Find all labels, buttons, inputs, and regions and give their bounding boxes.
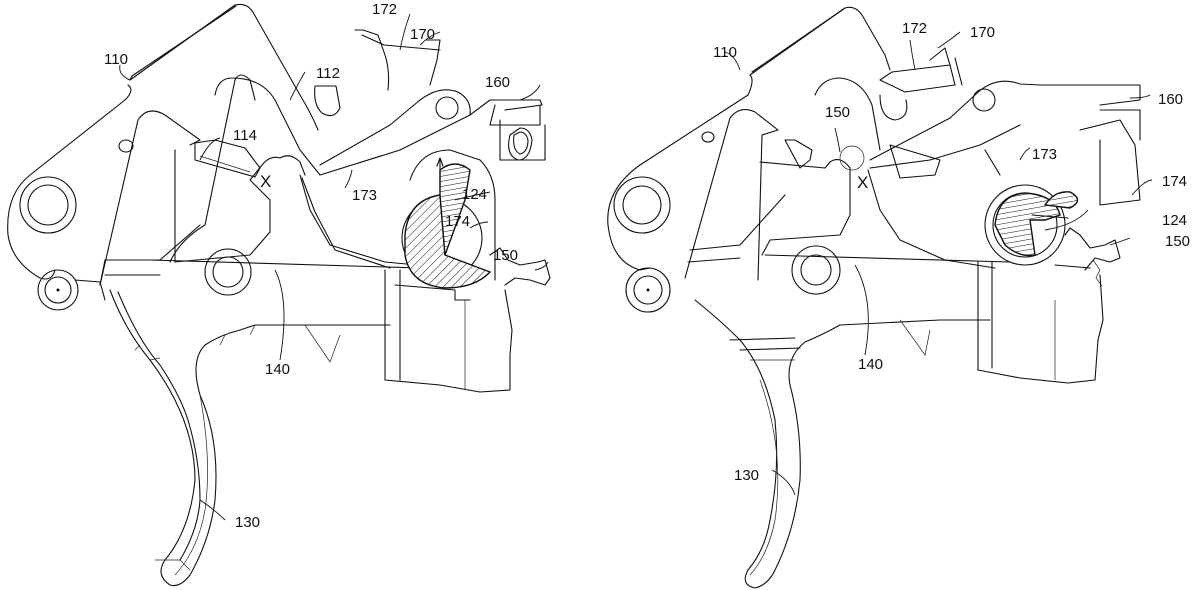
leader-lines [724, 31, 1153, 496]
ref-label-173: 173 [1032, 146, 1057, 163]
spring-hook-150 [1054, 227, 1121, 271]
ref-label-124: 124 [462, 186, 487, 203]
pivot-x-marker: X [857, 173, 868, 192]
sear-arm [869, 80, 1141, 179]
hammer [7, 3, 319, 280]
disconnector-172 [879, 47, 963, 121]
ref-label-150-upper: 150 [825, 104, 850, 121]
pivot-pin [37, 269, 106, 311]
notch-114 [194, 139, 261, 178]
pin-112 [314, 85, 341, 117]
slot-160 [499, 119, 546, 161]
ref-label-174: 174 [1162, 173, 1187, 190]
ref-label-160: 160 [1158, 91, 1183, 108]
ref-label-130: 130 [734, 467, 759, 484]
ref-label-140: 140 [858, 356, 883, 373]
disconnector-172 [354, 29, 441, 91]
pivot-pin [625, 267, 671, 313]
hammer [607, 6, 891, 271]
trigger-blade [694, 299, 991, 589]
lower-block [977, 259, 1104, 384]
leader-lines [119, 13, 549, 521]
ref-label-114: 114 [233, 127, 257, 144]
ref-label-160: 160 [485, 74, 510, 91]
cam-124 [984, 149, 1079, 266]
ref-label-172: 172 [902, 20, 927, 37]
trigger-mechanism-right-view: 110 150 172 170 160 173 174 124 150 140 … [607, 6, 1190, 589]
trigger-mechanism-left-view: 110 112 114 172 170 160 173 124 174 150 … [7, 1, 551, 587]
ref-label-150-lower: 150 [1165, 233, 1190, 250]
ref-label-110: 110 [713, 44, 737, 61]
sear-arm [319, 89, 543, 176]
lower-block [384, 269, 513, 393]
ref-label-172: 172 [372, 1, 397, 18]
ref-label-174: 174 [445, 213, 470, 230]
pivot-x-marker: X [260, 172, 271, 191]
ref-label-112: 112 [316, 65, 340, 82]
spring-hook-150 [489, 247, 551, 286]
trigger-blade [109, 289, 391, 587]
ref-label-140: 140 [265, 361, 290, 378]
trigger-body [759, 145, 1011, 295]
ref-label-170: 170 [970, 24, 995, 41]
sear-body [99, 74, 321, 286]
cam-124 [401, 149, 496, 289]
sear-body [684, 77, 881, 281]
ref-label-124: 124 [1162, 212, 1187, 229]
ref-label-110: 110 [104, 51, 128, 68]
ref-label-170: 170 [410, 26, 435, 43]
ref-label-173: 173 [352, 187, 377, 204]
lever-174 [1079, 109, 1141, 206]
ref-label-150: 150 [493, 247, 518, 264]
ref-label-130: 130 [235, 514, 260, 531]
